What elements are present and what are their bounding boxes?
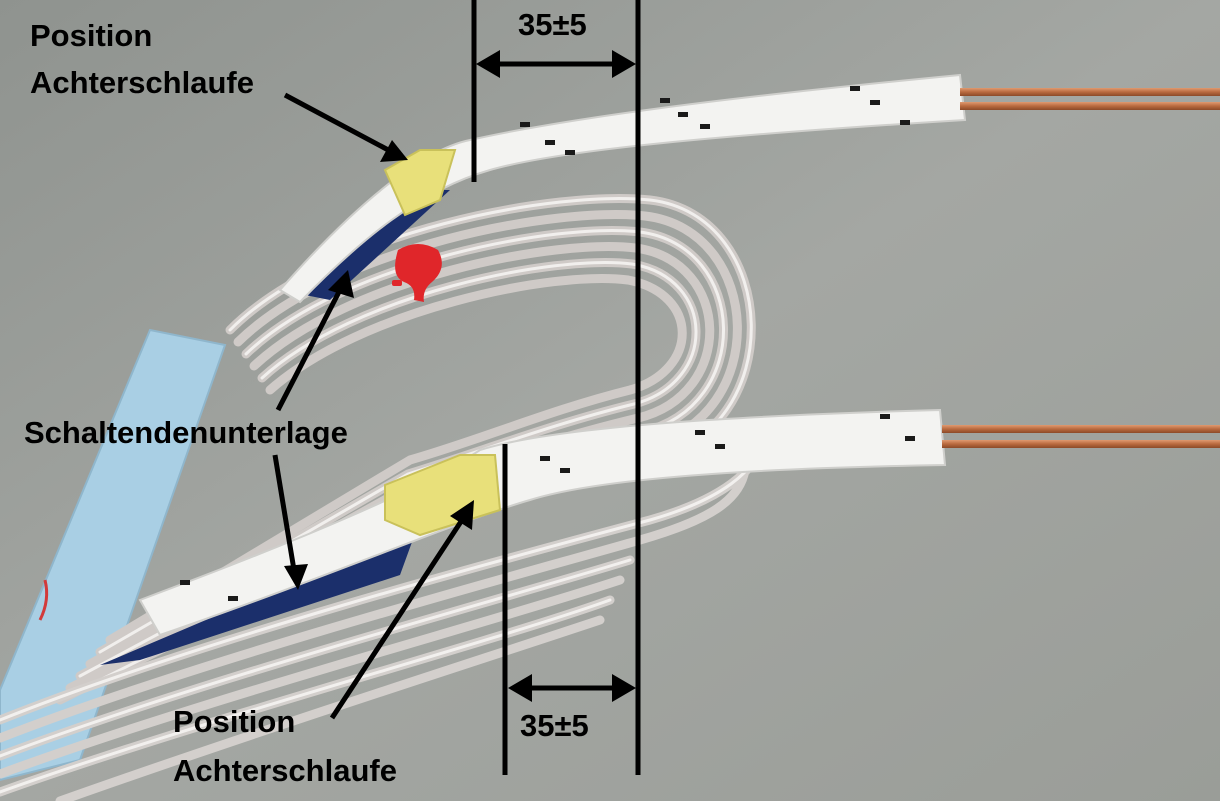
red-marking [392, 244, 442, 302]
callout-arrows [272, 92, 474, 720]
lower-copper-wires [942, 425, 1220, 448]
arrow-to-top-position [283, 92, 394, 155]
top-dimension-arrow [476, 50, 636, 78]
label-dimension-bottom: 35±5 [520, 708, 589, 743]
arrow-to-bottom-position [329, 518, 465, 720]
upper-yellow-tape [383, 149, 457, 217]
arrowhead-top-position [380, 140, 408, 162]
arrowhead-bottom-pad [284, 564, 308, 590]
label-position-bottom-line2: Achterschlaufe [173, 753, 397, 788]
dimension-lines [471, 0, 641, 775]
upper-copper-wires [960, 88, 1220, 110]
arrowhead-top-pad [328, 270, 354, 298]
arrow-to-bottom-pad [272, 454, 297, 571]
bottom-dimension-arrow [508, 674, 636, 702]
label-dimension-top: 35±5 [518, 7, 587, 42]
light-blue-tape [0, 328, 227, 782]
arrowhead-bottom-position [450, 500, 474, 530]
label-position-top-line1: Position [30, 18, 153, 53]
arrow-to-top-pad [275, 288, 343, 412]
label-position-top-line2: Achterschlaufe [30, 65, 254, 100]
label-position-bottom-line1: Position [173, 704, 296, 739]
label-schaltendenunterlage: Schaltendenunterlage [24, 415, 348, 450]
tape-marking [38, 579, 49, 621]
